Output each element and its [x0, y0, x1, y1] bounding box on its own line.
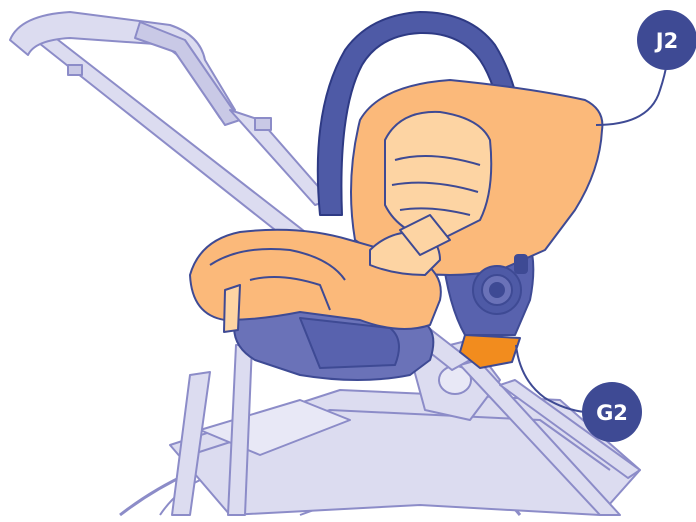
callout-label-g2: G2	[596, 401, 628, 425]
leader-line-j2	[596, 62, 667, 125]
callout-label-j2: J2	[654, 29, 678, 53]
callout-j2: J2	[596, 10, 696, 125]
